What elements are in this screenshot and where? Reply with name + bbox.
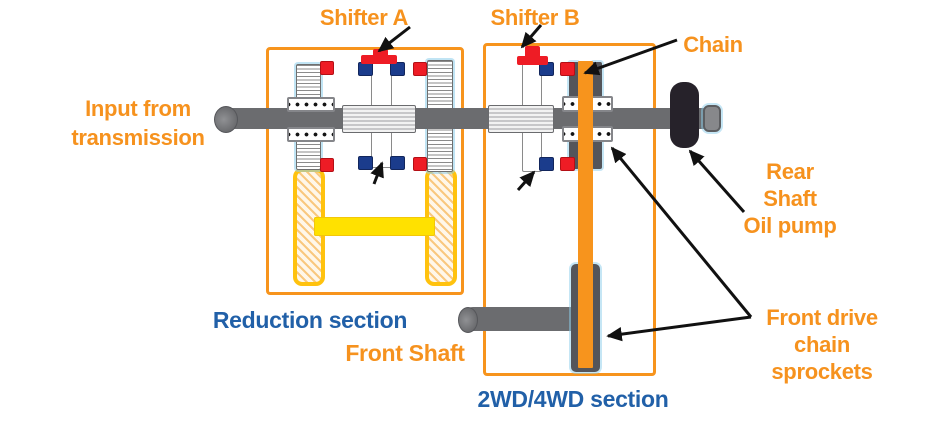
bearing-red-input-gear-bottom [320,158,334,172]
rear-shaft-end-cap [703,105,721,132]
drive-chain [578,61,593,368]
shifter-a-fork-base [361,55,397,64]
synchro-a-navy-top-right [390,62,405,76]
2wd-4wd-section-label: 2WD/4WD section [477,386,669,412]
chain-label: Chain [683,32,743,57]
rear-shaft-oil-pump-label: Rear Shaft Oil pump [743,159,837,238]
front-output-shaft [461,307,578,331]
reduction-section-box [266,47,464,295]
reduction-section-label: Reduction section [212,307,408,333]
synchro-a-navy-bottom-right [390,156,405,170]
shifter-b-fork-base [517,56,548,65]
bearing-red-low-gear-bottom [413,157,427,171]
input-shaft-end-cap [214,106,238,133]
input-gear-bearing-top [287,97,335,112]
input-gear-bearing-bottom [287,127,335,142]
shifter-a-label: Shifter A [319,5,409,30]
bearing-red-sprocket-bottom [560,157,575,171]
front-drive-chain-sprockets-label: Front drive chain sprockets [766,305,878,384]
oil-pump [670,82,699,148]
bearing-red-sprocket-top [560,62,575,76]
counter-shaft-bar [314,217,435,236]
synchro-a-navy-top-left [358,62,373,76]
shifter-b-label: Shifter B [490,5,580,30]
input-from-transmission-label: Input from transmission [71,96,205,150]
synchro-b-navy-bottom [539,157,554,171]
bearing-red-input-gear-top [320,61,334,75]
bearing-red-low-gear-top [413,62,427,76]
shifter-b-fork-stem [525,46,540,58]
shifter-b-splined-hub [488,105,554,133]
shifter-a-fork-stem [373,49,388,58]
shifter-a-splined-hub [342,105,416,133]
synchro-a-navy-bottom-left [358,156,373,170]
front-shaft-label: Front Shaft [345,340,465,366]
front-shaft-end-cap [458,307,478,333]
